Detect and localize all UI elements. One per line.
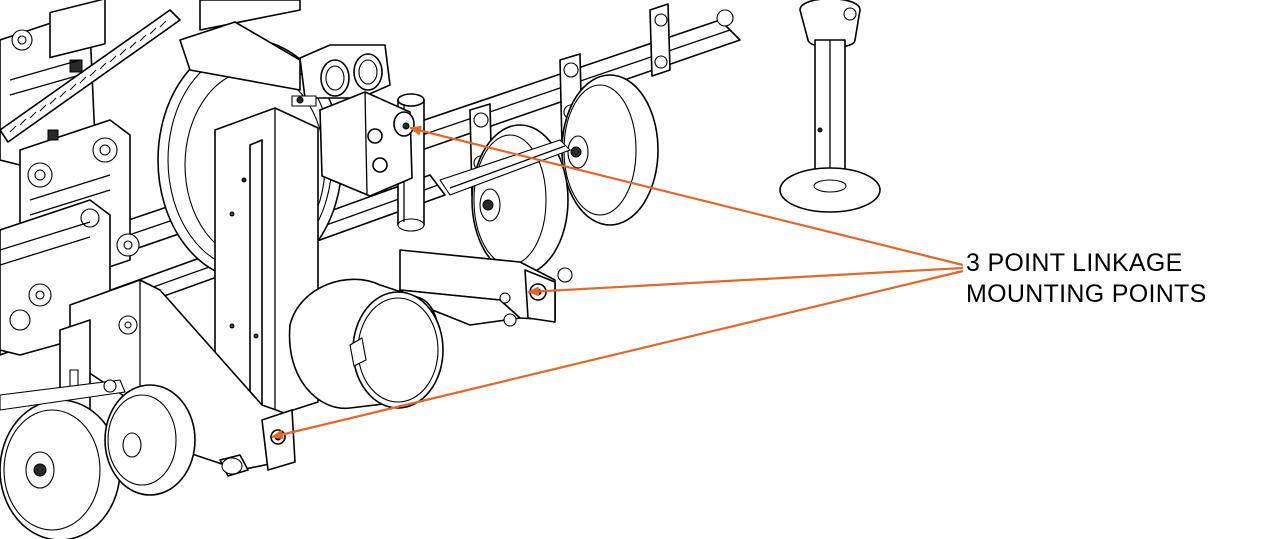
air-inlet-duct bbox=[288, 278, 444, 410]
gauge-wheels-right bbox=[439, 74, 659, 276]
callout-line-1: 3 POINT LINKAGE bbox=[966, 249, 1183, 277]
lower-link-bracket-left bbox=[59, 279, 296, 477]
callout-line-2: MOUNTING POINTS bbox=[966, 280, 1207, 308]
manifold-block bbox=[291, 44, 391, 107]
leader-arrow-top-link bbox=[409, 125, 964, 267]
lower-link-arm-right bbox=[399, 249, 573, 327]
parking-stand bbox=[716, 0, 881, 213]
callout-leaders bbox=[271, 125, 964, 440]
gauge-wheels-left bbox=[0, 379, 196, 539]
leader-arrow-lower-right bbox=[527, 266, 964, 297]
callout-label: 3 POINT LINKAGE MOUNTING POINTS bbox=[966, 248, 1207, 310]
leader-arrow-lower-left bbox=[271, 269, 964, 440]
drive-chain bbox=[0, 0, 301, 143]
top-link-plate bbox=[319, 91, 415, 197]
